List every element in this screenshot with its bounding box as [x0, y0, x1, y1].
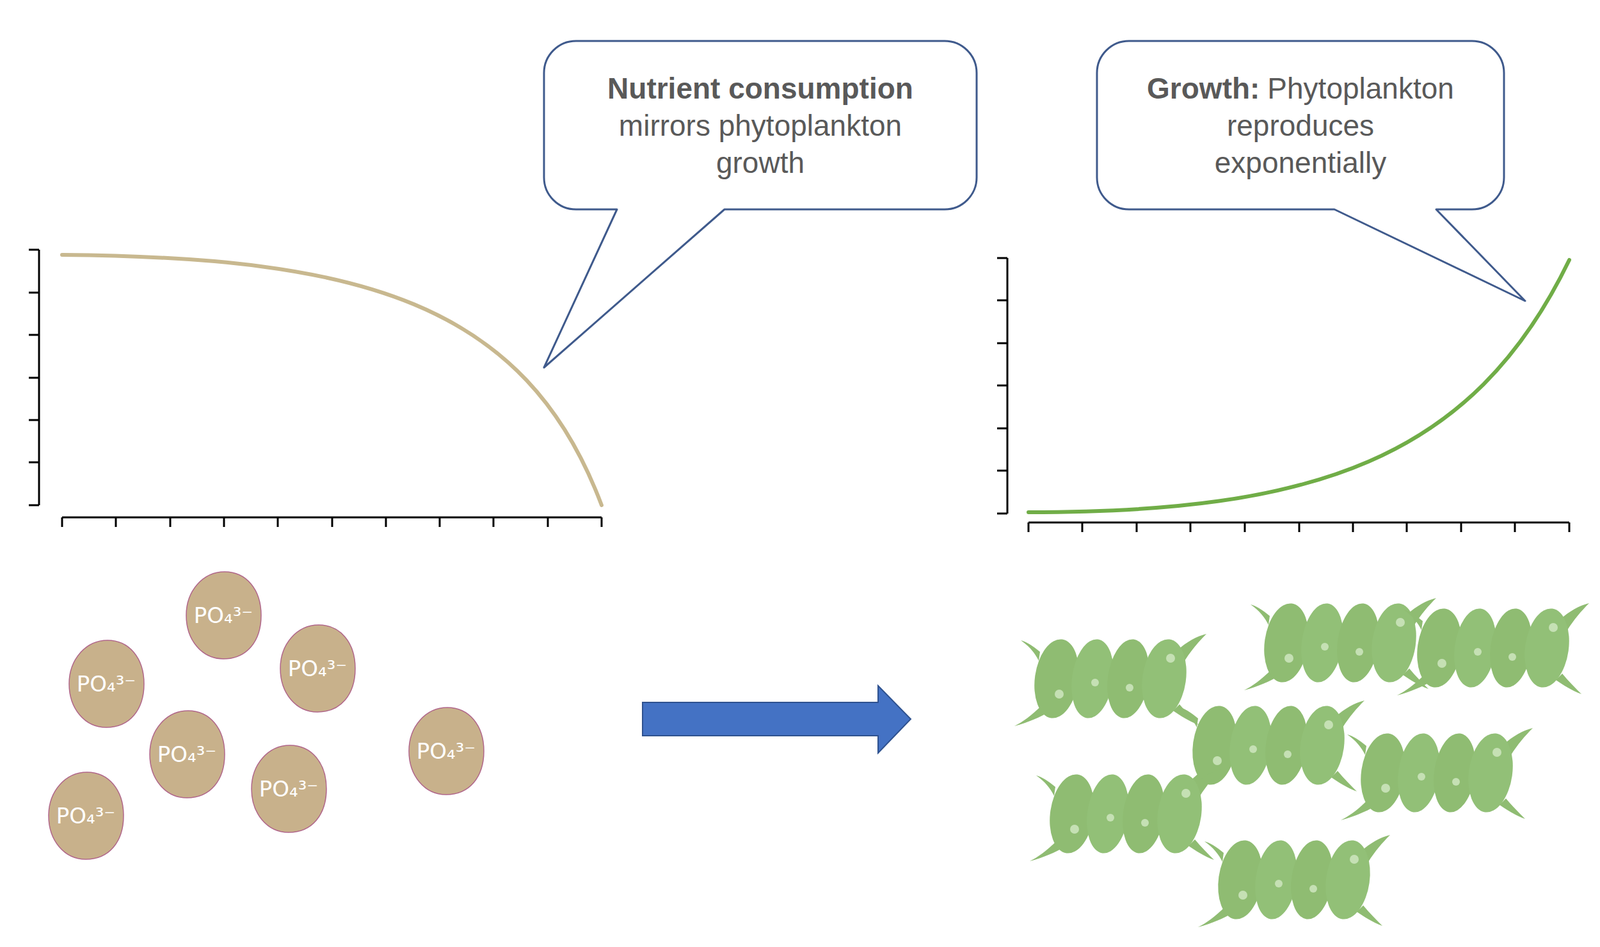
- blob-text: PO₄³⁻: [67, 638, 146, 729]
- blob-text: PO₄³⁻: [148, 709, 226, 799]
- blob-outline: [408, 707, 484, 795]
- blob-outline: [69, 640, 144, 728]
- blob-outline: [149, 710, 225, 798]
- callout-outline: [1096, 40, 1526, 301]
- callout-paragraph: Growth:Phytoplankton reproduces exponent…: [1140, 69, 1461, 182]
- ion-label: PO₄³⁻: [288, 655, 347, 681]
- callout-text: Growth:Phytoplankton reproduces exponent…: [1096, 40, 1504, 210]
- blob-outline: [48, 771, 124, 859]
- nutrient-curve: [62, 254, 602, 505]
- callout-body: mirrors phytoplankton growth: [618, 108, 902, 180]
- callout-heading: Growth:: [1146, 71, 1260, 105]
- blob-outline: [186, 571, 262, 659]
- callout-paragraph: Nutrient consumptionmirrors phytoplankto…: [595, 69, 926, 182]
- blob-outline: [251, 744, 327, 832]
- ion-label: PO₄³⁻: [259, 775, 319, 802]
- blob-text: PO₄³⁻: [184, 570, 263, 660]
- phosphate-blob: PO₄³⁻: [184, 570, 263, 660]
- callout-heading: Nutrient consumption: [595, 69, 926, 107]
- phytoplankton: [1014, 597, 1590, 927]
- ion-label: PO₄³⁻: [76, 670, 136, 697]
- blob-text: PO₄³⁻: [407, 705, 486, 796]
- block-arrow: [642, 685, 911, 753]
- ion-label: PO₄³⁻: [157, 741, 217, 767]
- callout-box: Growth:Phytoplankton reproduces exponent…: [1096, 40, 1504, 210]
- phosphate-blob: PO₄³⁻: [407, 705, 486, 796]
- phosphate-blob: PO₄³⁻: [250, 743, 328, 834]
- callout-text: Nutrient consumptionmirrors phytoplankto…: [544, 40, 977, 210]
- phosphate-blob: PO₄³⁻: [67, 638, 146, 729]
- blob-text: PO₄³⁻: [279, 623, 357, 713]
- right-axes: [997, 257, 1570, 532]
- phosphate-blob: PO₄³⁻: [279, 623, 357, 713]
- ion-label: PO₄³⁻: [193, 602, 253, 628]
- ion-label: PO₄³⁻: [416, 737, 476, 764]
- growth-curve: [1028, 259, 1570, 512]
- blob-text: PO₄³⁻: [47, 770, 125, 861]
- phosphate-blob: PO₄³⁻: [47, 770, 125, 861]
- callout-box: Nutrient consumptionmirrors phytoplankto…: [544, 40, 977, 210]
- callout-outline: [544, 40, 977, 368]
- phosphate-blob: PO₄³⁻: [148, 709, 226, 799]
- blob-outline: [280, 624, 356, 712]
- blob-text: PO₄³⁻: [250, 743, 328, 834]
- left-axes: [28, 249, 602, 527]
- ion-label: PO₄³⁻: [56, 802, 116, 829]
